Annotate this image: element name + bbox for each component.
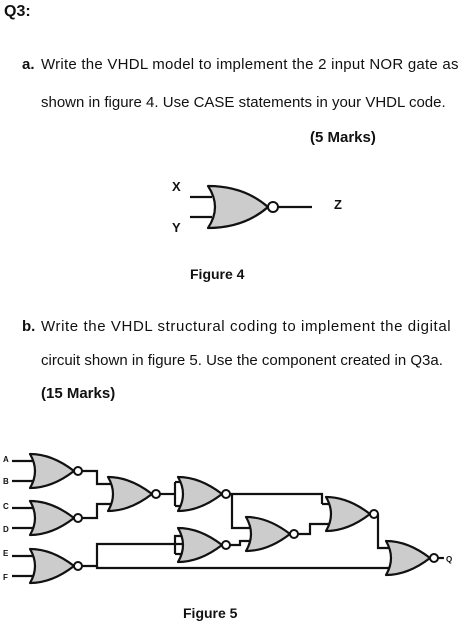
part-b-marks: (15 Marks) xyxy=(41,385,116,402)
fig5-input-c: C xyxy=(3,502,9,511)
fig4-input-x-label: X xyxy=(172,179,181,194)
question-number: Q3: xyxy=(4,3,31,20)
figure5-caption: Figure 5 xyxy=(183,605,238,621)
fig5-input-f: F xyxy=(3,573,8,582)
nor-gate-g8 xyxy=(324,495,380,533)
nor-gate-g9 xyxy=(384,539,440,577)
figure4-caption: Figure 4 xyxy=(190,266,245,282)
fig5-circuit xyxy=(12,452,444,585)
nor-gate-g5 xyxy=(176,475,232,513)
nor-gate-g3 xyxy=(28,547,84,585)
fig4-input-y-label: Y xyxy=(172,220,181,235)
nor-gate-g6 xyxy=(176,526,232,564)
nor-gate-g7 xyxy=(244,515,300,553)
fig5-output-q: Q xyxy=(446,555,453,564)
part-a-marks: (5 Marks) xyxy=(310,129,376,146)
fig5-input-b: B xyxy=(3,477,9,486)
nor-gate-g1 xyxy=(28,452,84,490)
nor-gate-g4 xyxy=(106,475,162,513)
nor-gate-g2 xyxy=(28,499,84,537)
fig5-input-e: E xyxy=(3,549,9,558)
fig5-input-d: D xyxy=(3,525,9,534)
fig5-input-a: A xyxy=(3,455,9,464)
part-b-label: b. xyxy=(22,318,36,335)
part-b-line1: Write the VHDL structural coding to impl… xyxy=(41,318,452,335)
part-a-line1: Write the VHDL model to implement the 2 … xyxy=(41,56,459,73)
part-a-line2: shown in figure 4. Use CASE statements i… xyxy=(41,94,446,111)
part-b-line2: circuit shown in figure 5. Use the compo… xyxy=(41,352,443,369)
fig4-output-z-label: Z xyxy=(334,197,342,212)
fig4-nor-gate xyxy=(190,184,312,230)
part-a-label: a. xyxy=(22,56,35,73)
